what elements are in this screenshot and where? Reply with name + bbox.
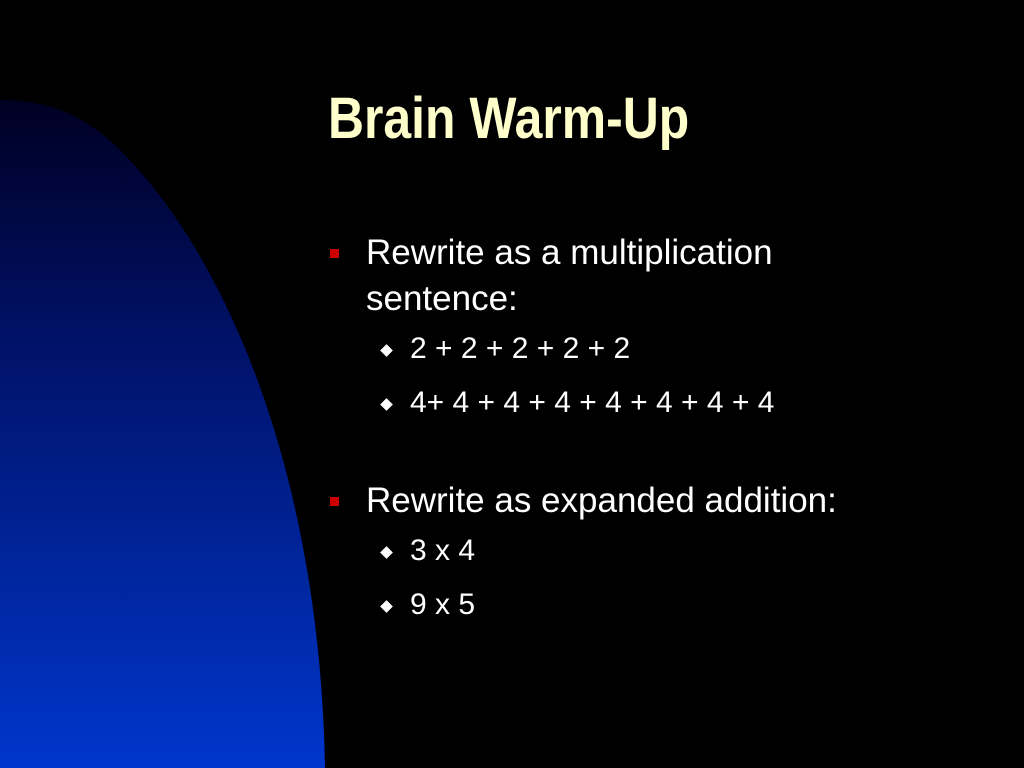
spacer: [330, 430, 990, 478]
sub-bullet-item: 9 x 5: [330, 578, 990, 632]
diamond-bullet-icon: [380, 344, 393, 357]
bullet-text-line1: Rewrite as expanded addition:: [366, 481, 837, 520]
bullet-text-line2: sentence:: [366, 279, 518, 318]
bullet-item: Rewrite as expanded addition:: [330, 478, 990, 524]
square-bullet-icon: [330, 249, 339, 258]
slide-title: Brain Warm-Up: [328, 86, 690, 151]
sub-bullet-text: 3 x 4: [410, 534, 476, 567]
sub-bullet-text: 9 x 5: [410, 588, 476, 621]
diamond-bullet-icon: [380, 398, 393, 411]
sub-bullet-text: 2 + 2 + 2 + 2 + 2: [410, 332, 631, 365]
sub-bullet-item: 3 x 4: [330, 524, 990, 578]
sub-bullet-item: 4+ 4 + 4 + 4 + 4 + 4 + 4 + 4: [330, 376, 990, 430]
diamond-bullet-icon: [380, 600, 393, 613]
blue-arc-decoration: [0, 100, 325, 768]
bullet-text-line1: Rewrite as a multiplication: [366, 233, 773, 272]
sub-bullet-item: 2 + 2 + 2 + 2 + 2: [330, 322, 990, 376]
bullet-item: Rewrite as a multiplication sentence:: [330, 230, 990, 322]
bullet-list: Rewrite as a multiplication sentence: 2 …: [330, 230, 990, 632]
square-bullet-icon: [330, 497, 339, 506]
diamond-bullet-icon: [380, 546, 393, 559]
sub-bullet-text: 4+ 4 + 4 + 4 + 4 + 4 + 4 + 4: [410, 386, 775, 419]
